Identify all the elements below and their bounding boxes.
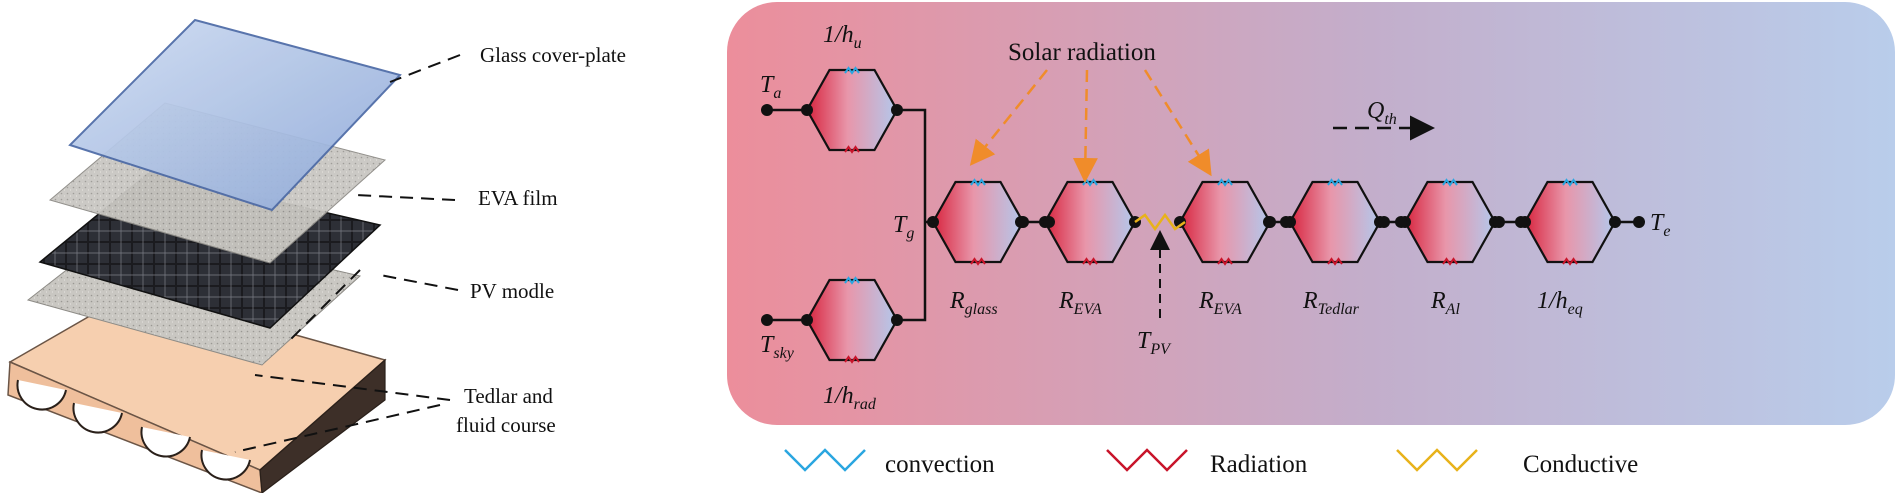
label-tedlar: Tedlar and (464, 384, 553, 408)
resistor-hexagons (801, 66, 1621, 364)
radiation-zigzag (844, 355, 860, 364)
hex-r-eva-2 (1174, 178, 1276, 266)
label-1-hu: 1/hu (823, 22, 862, 52)
legend-convection-label: convection (885, 451, 995, 478)
legend-conductive-swatch (1396, 448, 1478, 472)
solar-arrow-eva2 (1143, 69, 1212, 177)
glass-cover-plate (68, 18, 402, 212)
heat-flow-label: Qth (1367, 98, 1397, 128)
radiation-zigzag (844, 145, 860, 154)
convection-zigzag (1562, 178, 1578, 187)
radiation-zigzag (1327, 257, 1343, 266)
radiation-zigzag (1217, 257, 1233, 266)
leader-fluid (234, 404, 441, 453)
label-pv-module: PV modle (470, 279, 554, 303)
convection-zigzag (1217, 178, 1233, 187)
leader-eva (354, 194, 456, 201)
fluid-channel (16, 379, 251, 481)
node-te: Te (1650, 210, 1670, 240)
label-1-heq: 1/heq (1537, 288, 1583, 318)
thermal-network-diagram: Ta Tsky Tg TPV Te 1/hu 1/hrad Rglass REV… (727, 2, 1895, 478)
radiation-zigzag (1082, 257, 1098, 266)
label-eva-film: EVA film (478, 186, 558, 210)
legend-radiation-swatch (1106, 448, 1188, 472)
node-tsky: Tsky (760, 332, 795, 362)
conductive-zigzag (1134, 212, 1186, 232)
solar-arrow-glass (969, 69, 1048, 166)
radiation-zigzag (1562, 257, 1578, 266)
node-dots (761, 104, 1645, 326)
exploded-module-illustration: Glass cover-plate EVA film PV modle Tedl… (7, 18, 626, 493)
leader-tedlar (254, 374, 451, 401)
leader-glass (389, 54, 461, 83)
legend-conductive-label: Conductive (1523, 451, 1638, 478)
label-r-glass: Rglass (949, 288, 998, 318)
wire-to-tg (897, 108, 927, 322)
node-tg: Tg (893, 212, 914, 242)
solar-radiation-label: Solar radiation (1008, 39, 1156, 66)
node-tpv: TPV (1137, 328, 1172, 358)
convection-zigzag (844, 66, 860, 75)
radiation-zigzag (1442, 257, 1458, 266)
label-r-eva-2: REVA (1198, 288, 1242, 318)
label-r-al: RAl (1430, 288, 1460, 318)
legend-radiation-label: Radiation (1210, 451, 1308, 478)
radiation-zigzag (970, 257, 986, 266)
leader-pv-2 (289, 269, 361, 341)
leader-pv (379, 274, 459, 291)
label-1-hrad: 1/hrad (823, 383, 877, 413)
label-fluid-course: fluid course (456, 413, 556, 437)
label-glass-cover-plate: Glass cover-plate (480, 43, 626, 67)
label-r-tedlar: RTedlar (1302, 288, 1360, 318)
convection-zigzag (1442, 178, 1458, 187)
node-dot (1174, 216, 1186, 228)
node-ta: Ta (760, 72, 781, 102)
convection-zigzag (970, 178, 986, 187)
legend-convection-swatch (784, 448, 866, 472)
legend: convection Radiation Conductive (784, 448, 1638, 478)
convection-zigzag (844, 276, 860, 285)
label-r-eva-1: REVA (1058, 288, 1102, 318)
convection-zigzag (1327, 178, 1343, 187)
